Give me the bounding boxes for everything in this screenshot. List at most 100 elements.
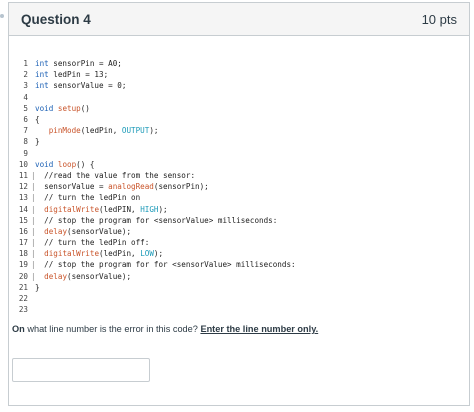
- code-line: 14| digitalWrite(ledPIN, HIGH);: [10, 203, 296, 214]
- code-token: analogRead: [108, 182, 154, 192]
- code-token: [35, 272, 44, 281]
- indent-guide: |: [31, 204, 36, 214]
- code-token: [35, 126, 49, 135]
- code-line: 5 void setup(): [10, 103, 296, 114]
- code-token: digitalWrite: [44, 204, 100, 214]
- code-line: 1 int sensorPin = A0;: [10, 58, 296, 69]
- code-token: OUTPUT: [121, 126, 150, 136]
- line-number: 21: [18, 282, 28, 292]
- code-text: }: [35, 137, 40, 146]
- code-text: void setup(): [35, 104, 90, 113]
- code-token: sensorPin = A0;: [48, 59, 122, 69]
- code-token: void: [35, 159, 54, 169]
- code-token: setup: [57, 103, 81, 113]
- line-number: 15: [18, 215, 28, 225]
- code-token: (ledPIN,: [99, 204, 141, 214]
- code-token: void: [35, 103, 54, 113]
- code-token: (sensorValue);: [67, 271, 132, 281]
- question-header: Question 4 10 pts: [9, 3, 469, 36]
- code-line: 23: [10, 304, 296, 315]
- code-text: //read the value from the sensor:: [35, 171, 195, 180]
- line-number: 2: [23, 70, 28, 80]
- line-number: 20: [18, 271, 28, 281]
- code-text: delay(sensorValue);: [35, 272, 131, 281]
- code-text: // stop the program for <sensorValue> mi…: [35, 216, 277, 225]
- code-token: int: [35, 59, 49, 69]
- prompt-body: what line number is the error in this co…: [24, 324, 201, 334]
- code-line: 21}: [10, 282, 296, 293]
- indent-guide: |: [31, 271, 36, 281]
- code-text: int sensorPin = A0;: [35, 59, 122, 68]
- line-number: 23: [18, 305, 28, 315]
- code-token: (sensorPin);: [153, 182, 209, 192]
- code-token: (sensorValue);: [67, 226, 132, 236]
- line-number: 8: [23, 137, 28, 147]
- code-token: pinMode: [48, 126, 81, 136]
- code-token: );: [158, 204, 168, 214]
- code-token: sensorValue = 0;: [48, 81, 127, 91]
- code-token: (ledPin,: [80, 126, 122, 136]
- code-text: void loop() {: [35, 160, 94, 169]
- line-number: 17: [18, 238, 28, 248]
- line-number: 14: [18, 204, 28, 214]
- code-token: delay: [44, 271, 68, 281]
- indent-guide: |: [31, 193, 36, 203]
- code-line: 4: [10, 92, 296, 103]
- code-line: 17| // turn the ledPin off:: [10, 237, 296, 248]
- code-text: pinMode(ledPin, OUTPUT);: [35, 126, 159, 136]
- code-token: // turn the ledPin on: [35, 193, 141, 203]
- question-card: Question 4 10 pts: [8, 2, 470, 406]
- code-text: digitalWrite(ledPin, LOW);: [35, 249, 163, 258]
- line-number: 19: [18, 260, 28, 270]
- code-line: 15| // stop the program for <sensorValue…: [10, 215, 296, 226]
- line-number: 9: [23, 148, 28, 158]
- code-token: HIGH: [140, 204, 159, 214]
- code-token: {: [35, 115, 40, 125]
- code-line: 9: [10, 148, 296, 159]
- line-number: 16: [18, 226, 28, 236]
- code-token: [35, 205, 44, 214]
- code-text: // turn the ledPin off:: [35, 238, 149, 247]
- code-line: 3 int sensorValue = 0;: [10, 80, 296, 91]
- code-text: int sensorValue = 0;: [35, 81, 126, 90]
- line-number: 18: [18, 249, 28, 259]
- code-line: 20| delay(sensorValue);: [10, 271, 296, 282]
- code-line: 16| delay(sensorValue);: [10, 226, 296, 237]
- line-number: 22: [18, 294, 28, 304]
- code-text: digitalWrite(ledPIN, HIGH);: [35, 204, 168, 214]
- line-number: 12: [18, 182, 28, 192]
- code-token: [35, 227, 44, 236]
- code-line: 13| // turn the ledPin on: [10, 192, 296, 203]
- indent-guide: |: [31, 170, 36, 180]
- code-line: 18| digitalWrite(ledPin, LOW);: [10, 248, 296, 259]
- indent-guide: |: [31, 238, 36, 248]
- code-text: // stop the program for for <sensorValue…: [35, 260, 296, 270]
- code-token: // stop the program for for <sensorValue…: [35, 260, 296, 270]
- code-token: (): [80, 103, 90, 113]
- code-text: {: [35, 115, 40, 124]
- indent-guide: |: [31, 249, 36, 259]
- code-line: 19| // stop the program for for <sensorV…: [10, 259, 296, 270]
- line-number: 10: [18, 159, 28, 169]
- code-line: 11| //read the value from the sensor:: [10, 170, 296, 181]
- answer-input[interactable]: [12, 358, 150, 382]
- indent-guide: |: [31, 226, 36, 236]
- code-token: (ledPin,: [99, 249, 141, 259]
- line-number: 3: [23, 81, 28, 91]
- code-token: );: [149, 126, 159, 136]
- line-number: 5: [23, 103, 28, 113]
- code-token: }: [35, 137, 40, 147]
- code-text: }: [35, 283, 40, 292]
- question-points: 10 pts: [421, 11, 457, 27]
- prompt-emphasis: Enter the line number only.: [200, 324, 319, 334]
- code-token: //read the value from the sensor:: [35, 170, 196, 180]
- line-number: 4: [23, 92, 28, 102]
- code-token: [35, 249, 44, 258]
- code-line: 7 pinMode(ledPin, OUTPUT);: [10, 125, 296, 136]
- code-line: 8}: [10, 136, 296, 147]
- indent-guide: |: [31, 260, 36, 270]
- line-number: 1: [23, 59, 28, 69]
- question-marker-dot: [0, 14, 4, 18]
- code-token: sensorValue =: [35, 182, 109, 192]
